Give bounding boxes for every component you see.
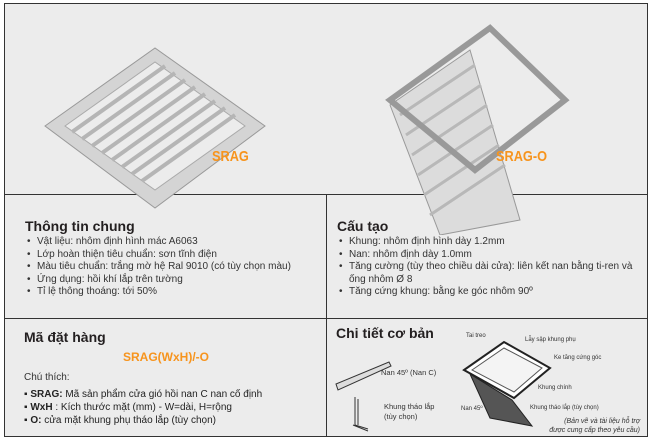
frame-part-label-line: (tùy chọn) [384, 412, 418, 421]
srag-o-grille-image [385, 24, 570, 235]
list-item: Lớp hoàn thiện tiêu chuẩn: sơn tĩnh điện [25, 249, 325, 262]
callout-tai-treo: Tai treo [466, 333, 486, 339]
legend-key: O: [30, 415, 42, 426]
structure-title: Cấu tạo [337, 218, 389, 234]
assembly-drawing [462, 340, 552, 427]
callout-khung-chinh: Khung chính [538, 385, 572, 391]
list-item: Ứng dụng: hồi khí lắp trên tường [25, 274, 325, 287]
general-info-title: Thông tin chung [25, 218, 135, 234]
order-legend: ▪ SRAG: Mã sản phẩm cửa gió hồi nan C na… [24, 388, 262, 427]
blade-drawing [335, 361, 392, 391]
callout-nan: Nan 45º [461, 406, 483, 412]
legend-label: Chú thích: [24, 372, 70, 383]
footnote-line: (Bản vẽ và tài liệu hỗ trợ [564, 418, 640, 425]
list-item: Tăng cứng khung: bằng ke góc nhôm 90º [337, 286, 637, 299]
srag-grille-image [44, 47, 266, 209]
blade-label: Nan 45º (Nan C) [381, 368, 437, 377]
frame-part-label: Khung tháo lắp(tùy chọn) [384, 402, 434, 422]
list-item: Vật liệu: nhôm định hình mác A6063 [25, 236, 325, 249]
structure-list: Khung: nhôm định hình dày 1.2mm Nan: nhô… [337, 236, 637, 299]
order-code-title: Mã đặt hàng [24, 329, 106, 345]
list-item: Nan: nhôm định dày 1.0mm [337, 249, 637, 262]
legend-text: cửa mặt khung phụ tháo lắp (tùy chọn) [41, 415, 217, 426]
legend-item: ▪ SRAG: Mã sản phẩm cửa gió hồi nan C na… [24, 389, 263, 400]
frame-part-label-line: Khung tháo lắp [384, 402, 435, 411]
legend-key: WxH [30, 402, 53, 413]
order-code: SRAG(WxH)/-O [123, 350, 209, 364]
list-item: Tăng cường (tùy theo chiều dài cửa): liê… [337, 261, 637, 286]
callout-lay-sap: Lẫy sập khung phụ [525, 337, 576, 343]
legend-item: ▪ O: cửa mặt khung phụ tháo lắp (tùy chọ… [24, 415, 217, 426]
details-title: Chi tiết cơ bản [336, 325, 434, 341]
footnote: (Bản vẽ và tài liệu hỗ trợ được cung cấp … [540, 417, 640, 435]
legend-text: : Kích thước mặt (mm) - W=dài, H=rộng [52, 402, 232, 413]
footnote-line: được cung cấp theo yêu cầu) [549, 427, 640, 434]
list-item: Khung: nhôm định hình dày 1.2mm [337, 236, 637, 249]
divider [326, 194, 327, 437]
frame-part-drawing [352, 397, 369, 432]
list-item: Tỉ lệ thông thoáng: tới 50% [25, 286, 325, 299]
legend-key: SRAG: [30, 389, 63, 400]
legend-item: ▪ WxH : Kích thước mặt (mm) - W=dài, H=r… [24, 402, 232, 413]
legend-text: Mã sản phẩm cửa gió hồi nan C nan cố địn… [62, 389, 263, 400]
callout-ke: Ke tăng cứng góc [554, 355, 602, 361]
list-item: Màu tiêu chuẩn: trắng mờ hệ Ral 9010 (có… [25, 261, 325, 274]
product-label-srag: SRAG [212, 148, 249, 165]
callout-khung-thao: Khung tháo lắp (tùy chọn) [530, 405, 599, 411]
product-label-srag-o: SRAG-O [496, 148, 547, 165]
general-info-list: Vật liệu: nhôm định hình mác A6063 Lớp h… [25, 236, 325, 299]
